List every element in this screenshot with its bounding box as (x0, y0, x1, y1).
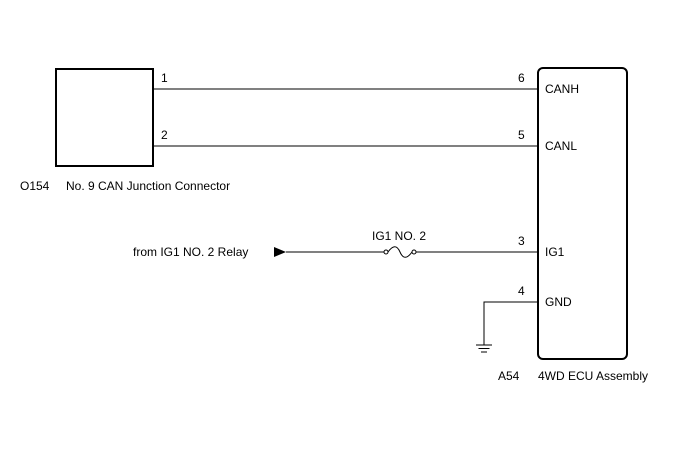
connector-pin-canl-number: 2 (161, 128, 168, 142)
ecu-pin-canh-number: 6 (518, 71, 525, 85)
fuse-label: IG1 NO. 2 (372, 229, 426, 243)
ecu-pin-canh-label: CANH (545, 82, 579, 96)
junction-connector-code: O154 (20, 179, 50, 193)
filled-arrow-right-icon (274, 247, 286, 257)
ecu-code: A54 (498, 369, 520, 383)
connector-pin-canh-number: 1 (161, 71, 168, 85)
ground-symbol-icon (476, 344, 492, 353)
ecu-pin-ig1-number: 3 (518, 234, 525, 248)
ecu-name: 4WD ECU Assembly (538, 369, 648, 383)
ecu-pin-canl-label: CANL (545, 139, 577, 153)
ecu-box (537, 67, 628, 360)
power-source-label: from IG1 NO. 2 Relay (133, 245, 248, 259)
fuse-icon (383, 246, 417, 258)
ecu-pin-ig1-label: IG1 (545, 245, 565, 259)
junction-connector-name: No. 9 CAN Junction Connector (66, 179, 230, 193)
ecu-pin-gnd-number: 4 (518, 284, 525, 298)
ecu-pin-gnd-label: GND (545, 295, 572, 309)
gnd-wire (483, 301, 538, 345)
ecu-pin-canl-number: 5 (518, 128, 525, 142)
junction-connector-box (55, 68, 154, 167)
